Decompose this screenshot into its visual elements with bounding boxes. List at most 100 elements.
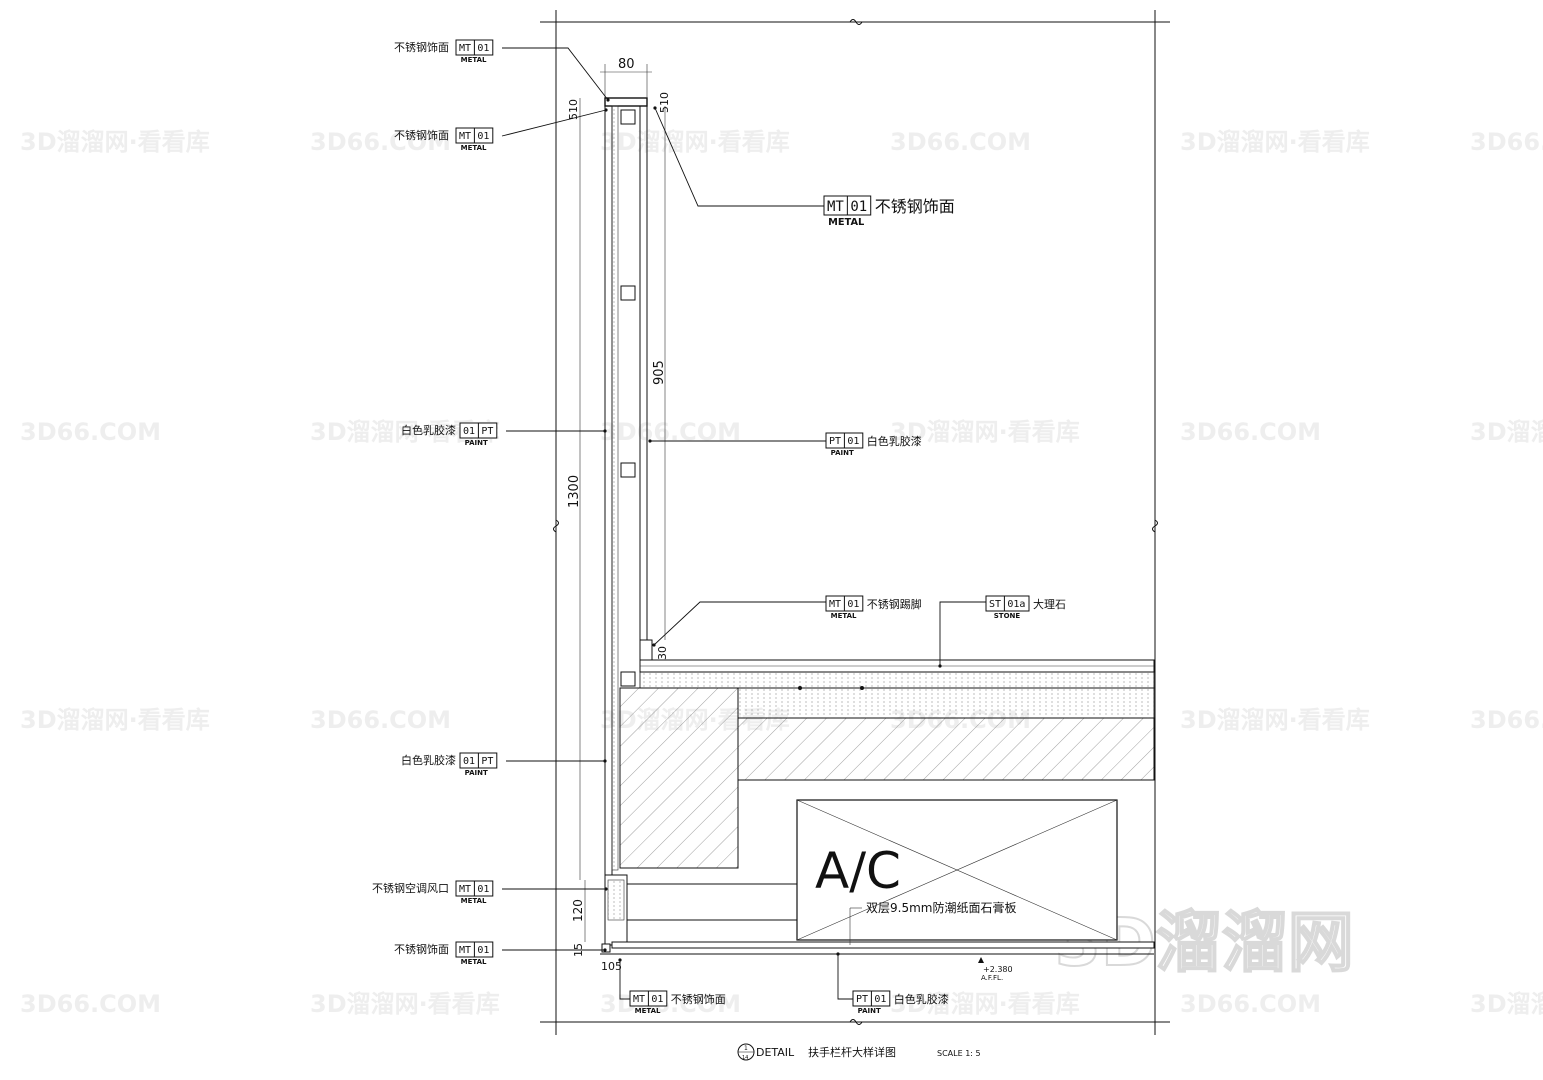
ac-unit: A/C — [796, 799, 1118, 941]
dim-height-panel: 905 — [652, 360, 667, 385]
callout-leader — [501, 109, 607, 137]
watermark-text: 3D溜溜网·看看库 — [890, 990, 1080, 1018]
callout-num: 01 — [874, 994, 886, 1005]
callout-code: PT — [481, 426, 493, 437]
callout-code: PT — [829, 436, 841, 447]
callout-sub: METAL — [828, 217, 864, 228]
callout-text: 不锈钢空调风口 — [372, 881, 449, 895]
callout-leader — [654, 107, 824, 207]
watermark-text: 3D溜溜网·看看库 — [890, 418, 1080, 446]
callout-sub: METAL — [831, 612, 857, 620]
callout-dot — [603, 759, 607, 763]
dim-top-width: 80 — [618, 57, 635, 72]
floor-slab — [619, 659, 1155, 869]
dim-bottom-width: 105 — [601, 960, 622, 973]
callout-sub: PAINT — [465, 769, 488, 777]
callout-leader — [939, 601, 986, 666]
callout-dot — [653, 106, 657, 110]
callout-code: MT — [633, 994, 645, 1005]
callout-dot — [606, 98, 610, 102]
watermark-text: 3D66.COM — [600, 418, 741, 446]
callout-leader — [653, 601, 826, 646]
callout-leader — [837, 954, 853, 1000]
callout-sub: METAL — [461, 958, 487, 966]
callout-sub: PAINT — [858, 1007, 881, 1015]
watermark-text: 3D66.COM — [20, 990, 161, 1018]
callout-text: 白色乳胶漆 — [867, 434, 922, 448]
title-block: 1 14 DETAIL 扶手栏杆大样详图 SCALE 1: 5 — [737, 1043, 981, 1061]
callout-dot — [938, 664, 942, 668]
watermark-text: 3D66.COM — [310, 706, 451, 734]
balustrade-wall — [604, 97, 653, 880]
callout-sub: METAL — [461, 56, 487, 64]
callout-code: PT — [481, 756, 493, 767]
callout-num: 01 — [477, 884, 489, 895]
callout-code: MT — [459, 43, 471, 54]
callout-code: PT — [856, 994, 868, 1005]
watermark-text: 3D66.COM — [890, 128, 1031, 156]
callout-num: 01 — [477, 131, 489, 142]
watermark-text: 3D溜溜网·看看库 — [20, 706, 210, 734]
callout-dot — [618, 958, 622, 962]
watermark-text: 3D溜溜网·看看库 — [1180, 706, 1370, 734]
watermark-text: 3D溜溜网·看看库 — [1470, 418, 1543, 446]
callout-sub: METAL — [461, 144, 487, 152]
callout-code: MT — [459, 945, 471, 956]
callout-text: 不锈钢饰面 — [394, 128, 449, 142]
watermark-text: 3D溜溜网·看看库 — [20, 128, 210, 156]
callout-num: 01a — [1007, 599, 1025, 610]
callout-num: 01 — [477, 43, 489, 54]
title-detail: DETAIL — [756, 1046, 795, 1059]
callout-code: MT — [459, 131, 471, 142]
callout-dot — [836, 952, 840, 956]
ceiling: 双层9.5mm防潮纸面石膏板 +2.380 A.F.FL. — [600, 874, 1155, 982]
title-scale: SCALE 1: 5 — [937, 1049, 981, 1058]
watermark-text: 3D66.COM — [310, 128, 451, 156]
ac-label: A/C — [815, 842, 901, 900]
callout-dot — [603, 429, 607, 433]
callout-code: ST — [989, 599, 1001, 610]
callout-text: 白色乳胶漆 — [401, 423, 456, 437]
callout-sub: METAL — [635, 1007, 661, 1015]
dim-top-right: 510 — [658, 92, 671, 113]
callout-box — [985, 595, 1030, 612]
callout-num: 01 — [850, 199, 867, 215]
callout-text: 不锈钢饰面 — [394, 942, 449, 956]
callout-dot — [604, 108, 608, 112]
dimensions: 80 1300 510 905 510 30 120 15 105 — [567, 57, 671, 973]
callout-text: 不锈钢饰面 — [875, 197, 955, 216]
level-value: +2.380 — [983, 965, 1013, 974]
callout-dot — [648, 439, 652, 443]
callout-sub: PAINT — [465, 439, 488, 447]
callout-dot — [603, 948, 607, 952]
watermark-text: 3D66.COM — [1180, 990, 1321, 1018]
title-text: 扶手栏杆大样详图 — [808, 1045, 896, 1059]
callout-text: 不锈钢饰面 — [394, 40, 449, 54]
watermark-text: 3D66.COM — [1470, 128, 1543, 156]
callout-num: 01 — [847, 436, 859, 447]
watermark-text: 3D溜溜网·看看库 — [1180, 128, 1370, 156]
callout-num: 01 — [847, 599, 859, 610]
callout-text: 大理石 — [1033, 597, 1066, 611]
level-sub: A.F.FL. — [981, 974, 1003, 982]
callout-dot — [604, 887, 608, 891]
watermark-text: 3D66.COM — [600, 990, 741, 1018]
callout-dot — [652, 643, 656, 647]
watermark-text: 3D66.COM — [20, 418, 161, 446]
callout-num: 01 — [651, 994, 663, 1005]
dim-skirting: 30 — [656, 646, 669, 660]
watermark-text: 3D溜溜网·看看库 — [310, 990, 500, 1018]
dim-top-left: 510 — [567, 99, 580, 120]
callout-code: MT — [827, 199, 844, 215]
watermark-text: 3D66.COM — [1180, 418, 1321, 446]
board-note: 双层9.5mm防潮纸面石膏板 — [866, 900, 1016, 915]
callout-num: 01 — [463, 756, 475, 767]
